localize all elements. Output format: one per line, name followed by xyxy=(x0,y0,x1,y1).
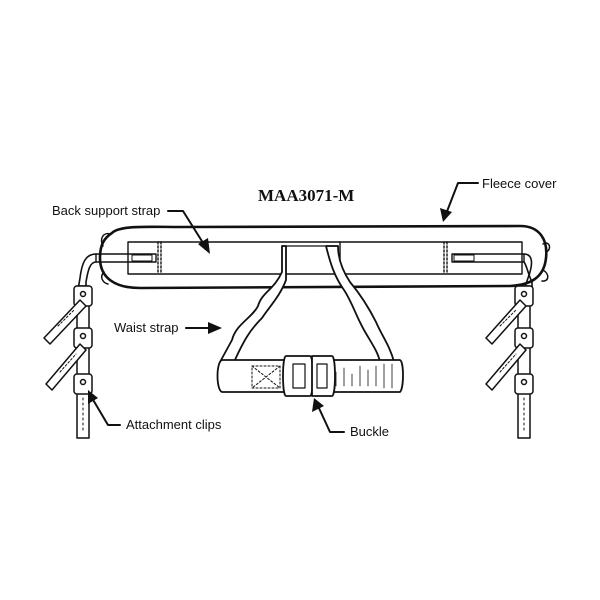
label-fleece-cover: Fleece cover xyxy=(482,176,557,191)
arrowheads xyxy=(88,208,452,412)
label-buckle: Buckle xyxy=(350,424,390,439)
fleece-cover-shape xyxy=(98,224,551,290)
left-attachment-clips xyxy=(43,285,93,439)
buckle-shape xyxy=(282,355,336,397)
right-attachment-clips xyxy=(485,285,534,439)
label-attachment-clips: Attachment clips xyxy=(126,417,222,432)
callout-arrows xyxy=(91,182,479,433)
diagram-title: MAA3071-M xyxy=(258,186,355,205)
label-back-support-strap: Back support strap xyxy=(52,203,161,218)
back-support-strap-shape xyxy=(95,241,525,275)
waist-strap-shape xyxy=(219,245,395,363)
label-waist-strap: Waist strap xyxy=(114,320,179,335)
